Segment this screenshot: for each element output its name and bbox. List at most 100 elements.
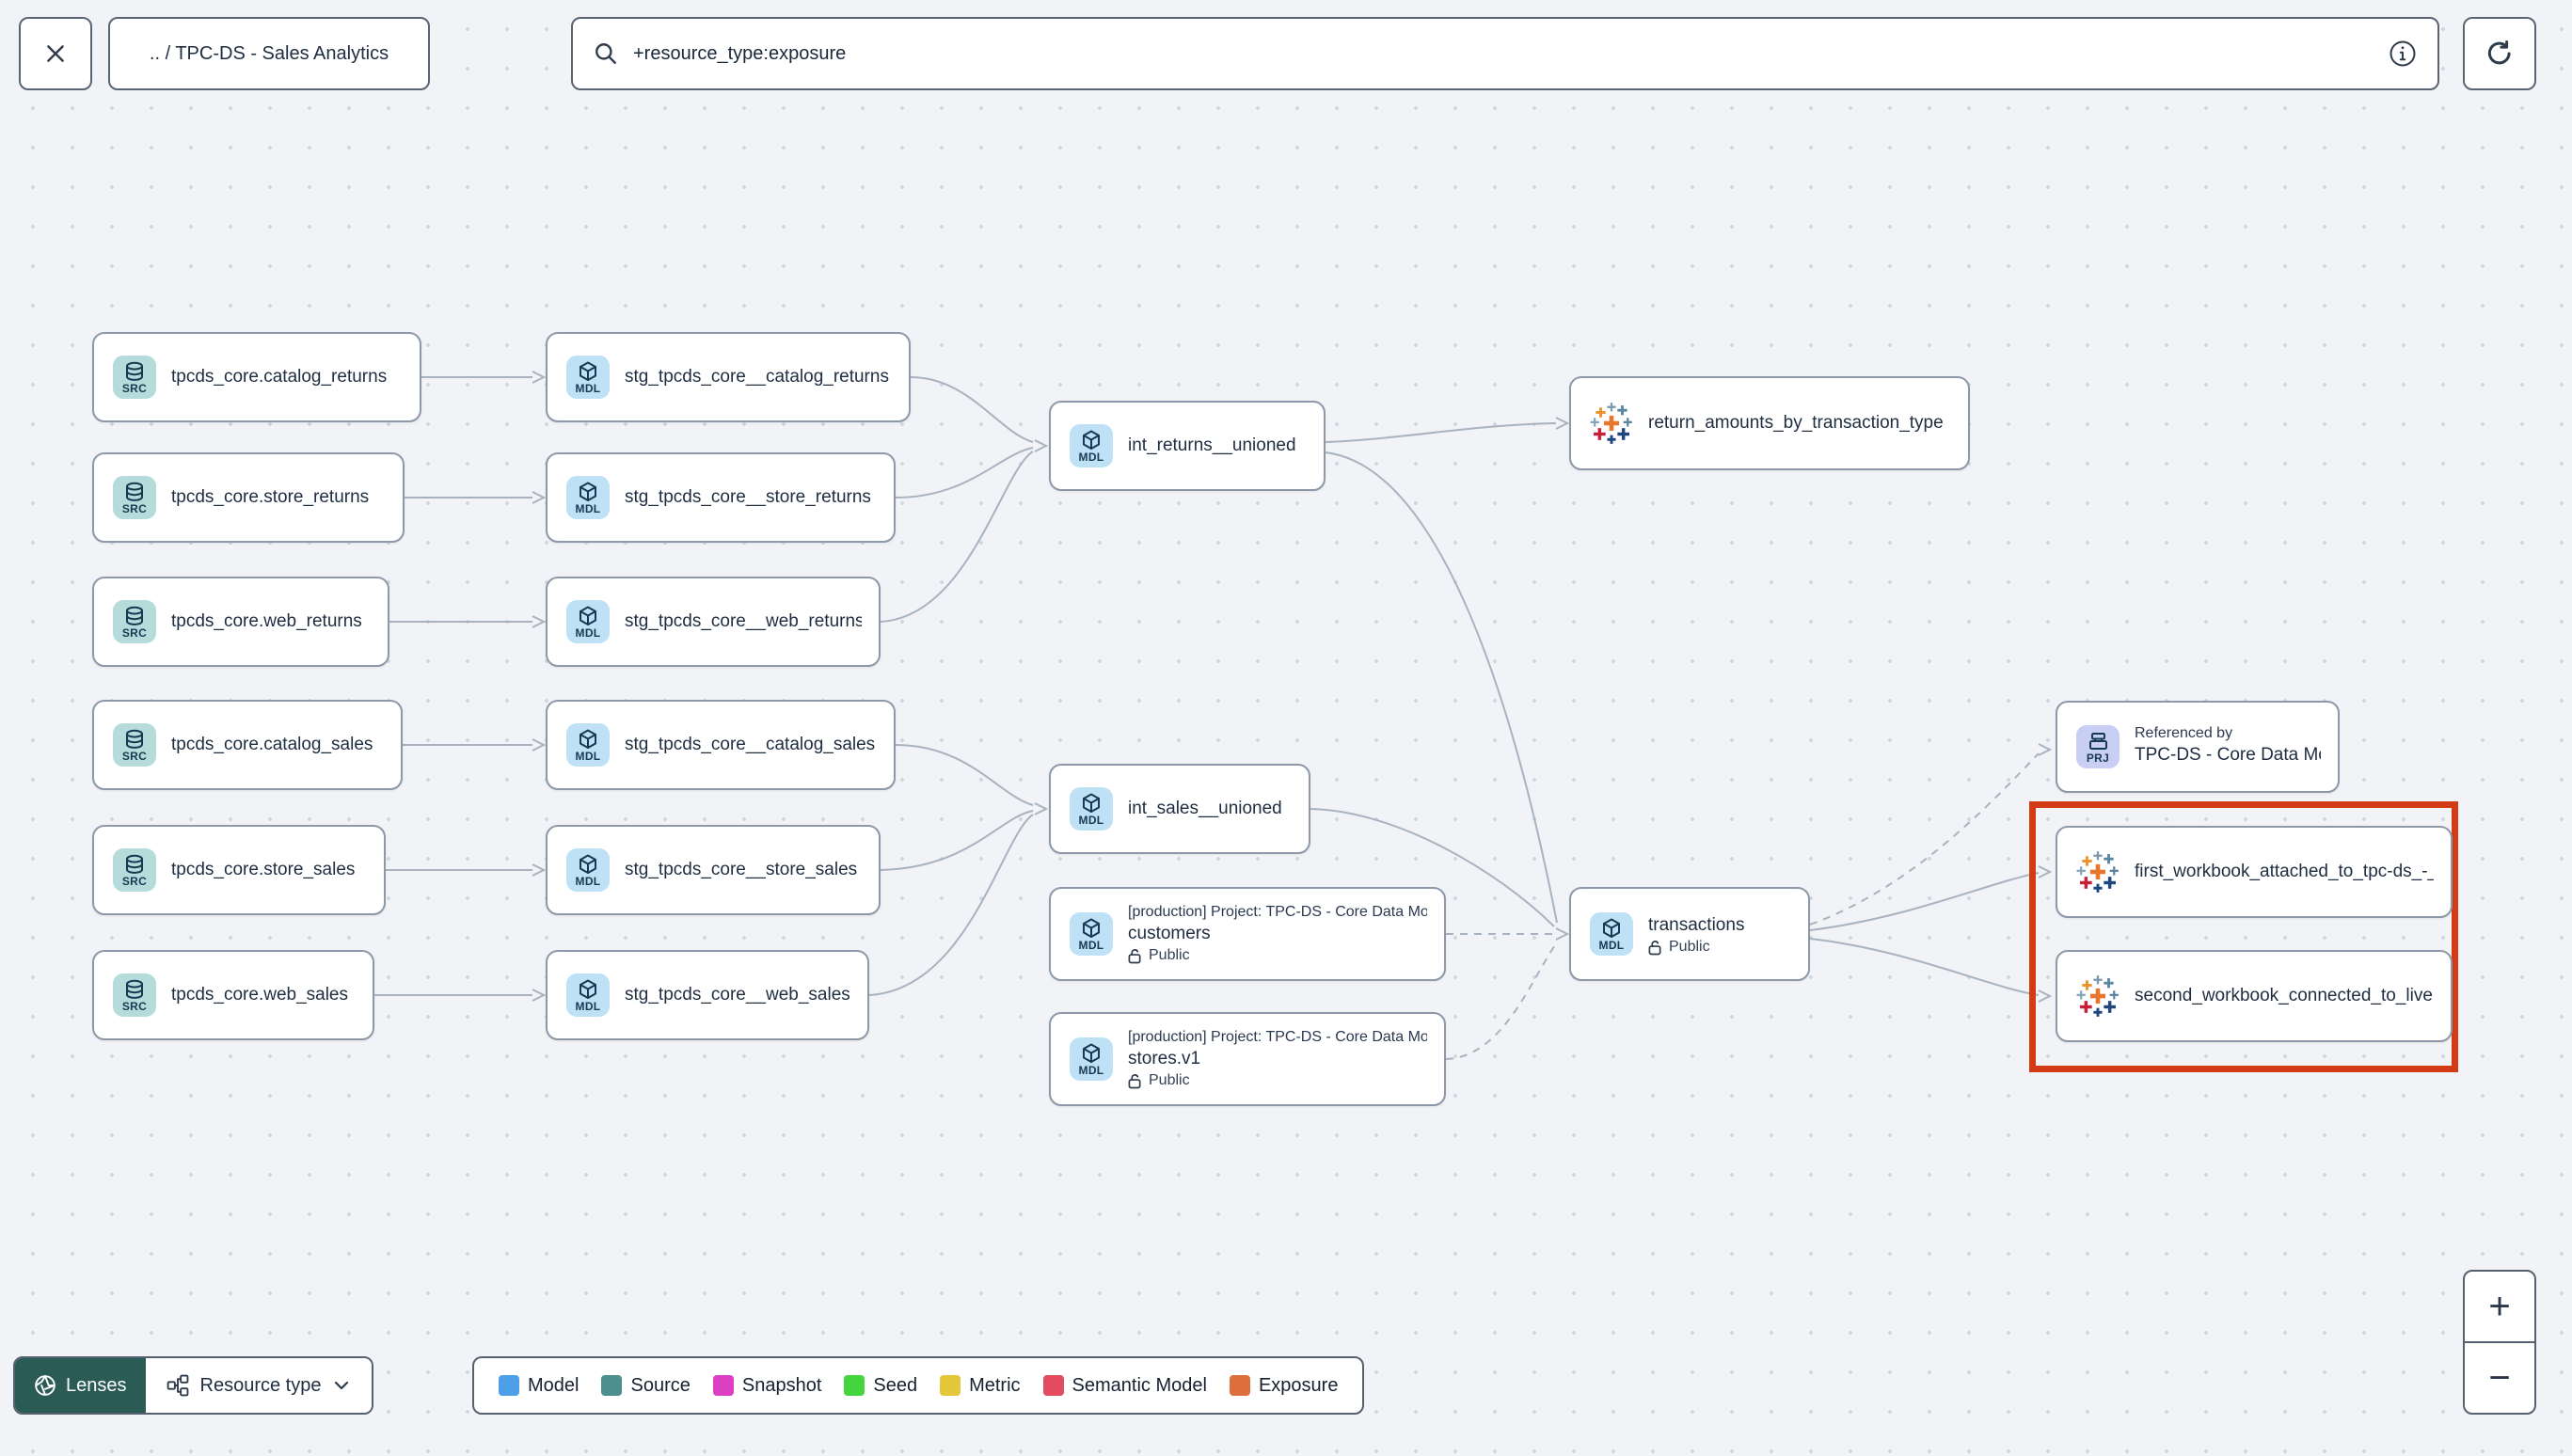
legend-chip	[940, 1375, 961, 1396]
node-src-catalog-returns[interactable]: SRC tpcds_core.catalog_returns	[92, 332, 421, 422]
node-label: int_sales__unioned	[1128, 799, 1282, 818]
node-label: stg_tpcds_core__store_sales	[625, 860, 858, 879]
node-src-web-returns[interactable]: SRC tpcds_core.web_returns	[92, 577, 389, 667]
close-button[interactable]	[19, 17, 92, 90]
archive-icon	[2088, 732, 2107, 750]
search-bar	[571, 17, 2439, 90]
legend-item-source: Source	[601, 1375, 691, 1397]
node-label: transactions	[1648, 915, 1745, 935]
legend-chip	[1042, 1375, 1064, 1396]
node-src-store-returns[interactable]: SRC tpcds_core.store_returns	[92, 452, 405, 543]
unlock-icon	[1128, 1074, 1141, 1089]
node-stg-catalog-sales[interactable]: MDL stg_tpcds_core__catalog_sales	[546, 700, 896, 790]
node-stg-catalog-returns[interactable]: MDL stg_tpcds_core__catalog_returns	[546, 332, 911, 422]
model-badge: MDL	[566, 973, 610, 1017]
legend-item-snapshot: Snapshot	[712, 1375, 821, 1397]
chevron-down-icon	[335, 1381, 349, 1390]
node-src-store-sales[interactable]: SRC tpcds_core.store_sales	[92, 825, 386, 915]
project-label: [production] Project: TPC-DS - Core Data…	[1128, 1029, 1427, 1045]
zoom-controls: + −	[2463, 1270, 2536, 1415]
node-stg-web-sales[interactable]: MDL stg_tpcds_core__web_sales	[546, 950, 869, 1040]
unlock-icon	[1128, 949, 1141, 964]
tableau-icon	[1590, 403, 1632, 444]
source-badge: SRC	[113, 973, 156, 1017]
node-int-returns-unioned[interactable]: MDL int_returns__unioned	[1049, 401, 1326, 491]
breadcrumb[interactable]: .. / TPC-DS - Sales Analytics	[108, 17, 430, 90]
lenses-button[interactable]: Lenses	[15, 1358, 146, 1413]
node-customers[interactable]: MDL [production] Project: TPC-DS - Core …	[1049, 887, 1446, 981]
model-badge: MDL	[566, 476, 610, 519]
node-stg-store-sales[interactable]: MDL stg_tpcds_core__store_sales	[546, 825, 881, 915]
node-exposure-first-workbook[interactable]: first_workbook_attached_to_tpc-ds_-_…	[2056, 826, 2453, 918]
referenced-by-label: Referenced by	[2135, 725, 2233, 741]
database-icon	[126, 361, 143, 381]
node-label: stores.v1	[1128, 1049, 1201, 1068]
close-icon	[47, 45, 64, 62]
zoom-in-button[interactable]: +	[2465, 1272, 2534, 1343]
node-referenced-by-project[interactable]: PRJ Referenced by TPC-DS - Core Data Mod…	[2056, 701, 2340, 793]
node-label: tpcds_core.web_sales	[171, 985, 348, 1005]
cube-icon	[1083, 430, 1100, 450]
source-badge: SRC	[113, 356, 156, 399]
search-icon	[595, 43, 616, 64]
lenses-label: Lenses	[66, 1374, 127, 1396]
source-badge: SRC	[113, 723, 156, 767]
cube-icon	[579, 854, 596, 874]
model-badge: MDL	[1070, 787, 1113, 831]
minus-icon: −	[2488, 1356, 2511, 1399]
tableau-icon	[2076, 851, 2119, 893]
node-label: int_returns__unioned	[1128, 435, 1296, 455]
resource-type-label: Resource type	[199, 1374, 322, 1396]
node-stg-web-returns[interactable]: MDL stg_tpcds_core__web_returns	[546, 577, 881, 667]
node-label: stg_tpcds_core__store_returns	[625, 487, 871, 507]
project-label: [production] Project: TPC-DS - Core Data…	[1128, 904, 1427, 920]
legend-chip	[1229, 1375, 1250, 1396]
resource-type-icon	[167, 1374, 188, 1397]
node-label: tpcds_core.store_sales	[171, 860, 356, 879]
cube-icon	[1083, 918, 1100, 938]
info-icon[interactable]	[2389, 40, 2417, 68]
cube-icon	[579, 606, 596, 625]
unlock-icon	[1648, 941, 1661, 956]
cube-icon	[579, 482, 596, 501]
cube-icon	[579, 729, 596, 749]
source-badge: SRC	[113, 600, 156, 643]
node-transactions[interactable]: MDL transactions Public	[1569, 887, 1810, 981]
project-badge: PRJ	[2076, 725, 2120, 768]
node-exposure-second-workbook[interactable]: second_workbook_connected_to_live…	[2056, 950, 2453, 1042]
legend-chip	[844, 1375, 865, 1396]
tableau-icon	[2076, 975, 2119, 1017]
access-label: Public	[1128, 1072, 1427, 1089]
legend-chip	[712, 1375, 734, 1396]
node-src-web-sales[interactable]: SRC tpcds_core.web_sales	[92, 950, 374, 1040]
node-int-sales-unioned[interactable]: MDL int_sales__unioned	[1049, 764, 1310, 854]
zoom-out-button[interactable]: −	[2465, 1343, 2534, 1413]
model-badge: MDL	[566, 356, 610, 399]
source-badge: SRC	[113, 476, 156, 519]
refresh-button[interactable]	[2463, 17, 2536, 90]
database-icon	[126, 979, 143, 999]
database-icon	[126, 606, 143, 625]
node-label: return_amounts_by_transaction_type	[1648, 413, 1944, 433]
lenses-icon	[35, 1375, 56, 1396]
access-label: Public	[1128, 947, 1427, 964]
node-label: tpcds_core.catalog_returns	[171, 367, 388, 387]
refresh-icon	[2487, 40, 2511, 65]
database-icon	[126, 482, 143, 501]
cube-icon	[579, 361, 596, 381]
node-src-catalog-sales[interactable]: SRC tpcds_core.catalog_sales	[92, 700, 403, 790]
resource-type-legend: Model Source Snapshot Seed Metric Semant…	[472, 1356, 1365, 1415]
node-exposure-return-amounts[interactable]: return_amounts_by_transaction_type	[1569, 376, 1970, 470]
breadcrumb-label: .. / TPC-DS - Sales Analytics	[149, 42, 389, 64]
node-label: stg_tpcds_core__web_returns	[625, 611, 862, 631]
node-stg-store-returns[interactable]: MDL stg_tpcds_core__store_returns	[546, 452, 896, 543]
node-label: tpcds_core.web_returns	[171, 611, 362, 631]
search-input[interactable]	[631, 41, 2389, 66]
node-stores-v1[interactable]: MDL [production] Project: TPC-DS - Core …	[1049, 1012, 1446, 1106]
cube-icon	[579, 979, 596, 999]
legend-item-metric: Metric	[940, 1375, 1021, 1397]
model-badge: MDL	[566, 723, 610, 767]
node-label: first_workbook_attached_to_tpc-ds_-_…	[2135, 862, 2434, 881]
resource-type-dropdown[interactable]: Resource type	[145, 1358, 373, 1413]
node-label: stg_tpcds_core__catalog_returns	[625, 367, 889, 387]
